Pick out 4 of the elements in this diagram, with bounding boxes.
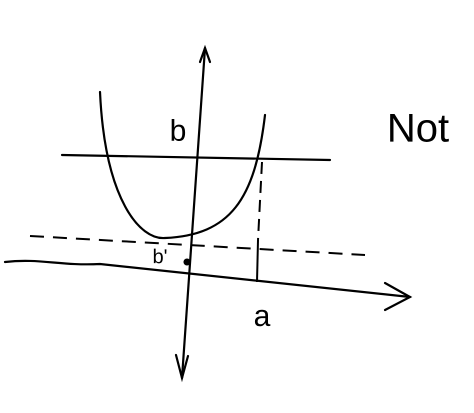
axis-label: b' <box>154 248 166 264</box>
annotation-text: Not <box>390 114 449 142</box>
axis-label: a <box>254 310 270 326</box>
axis-label: b <box>172 118 186 142</box>
